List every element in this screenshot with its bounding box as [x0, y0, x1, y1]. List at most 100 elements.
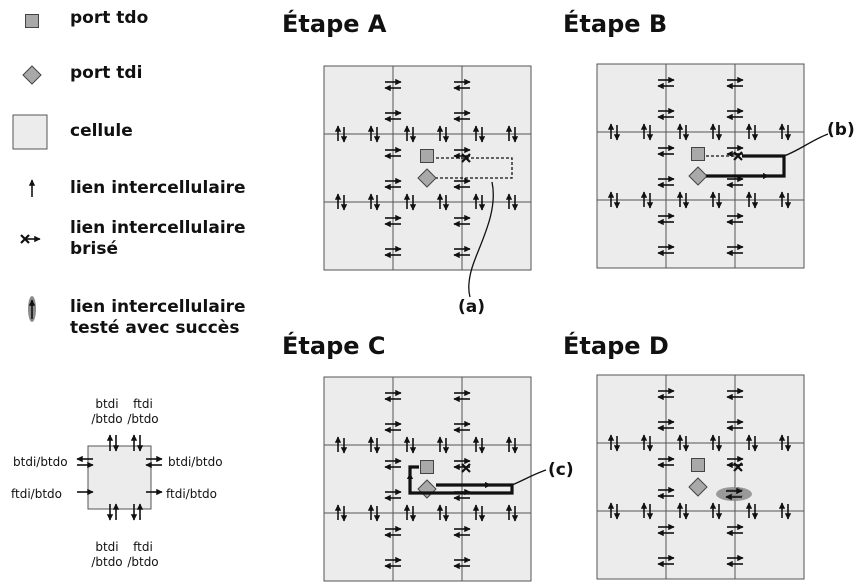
- link-pair-horizontal: [657, 175, 675, 189]
- stage-b-active-path: [706, 154, 786, 178]
- cell: [323, 444, 394, 514]
- legend-label-broken: lien intercellulaire brisé: [70, 218, 246, 259]
- link-pair-horizontal: [726, 107, 744, 121]
- link-pair-horizontal: [657, 455, 675, 469]
- cell: [461, 444, 532, 514]
- legend-label-cell: cellule: [70, 121, 133, 141]
- cell: [461, 512, 532, 582]
- link-pair-horizontal: [453, 389, 471, 403]
- cell: [461, 133, 532, 203]
- legend-label-tdo: port tdo: [70, 8, 149, 28]
- link-pair-horizontal: [384, 245, 402, 259]
- cell: [734, 63, 805, 133]
- stage-d-broken-cross: [733, 462, 743, 472]
- link-pair-vertical: [436, 504, 450, 522]
- link-pair-vertical: [640, 123, 654, 141]
- link-pair-vertical: [640, 502, 654, 520]
- stage-grid-c: [323, 376, 547, 582]
- stage-b-broken-cross: [733, 151, 743, 161]
- callout-a: (a): [458, 297, 486, 317]
- stage-title-d: Étape D: [563, 332, 669, 360]
- stage-a-broken-cross: [461, 153, 471, 163]
- stage-title-c: Étape C: [282, 332, 386, 360]
- link-pair-vertical: [676, 502, 690, 520]
- link-pair-horizontal: [726, 523, 744, 537]
- link-pair-vertical: [436, 125, 450, 143]
- port-label-bottom-right: ftdi /btdo: [127, 540, 159, 569]
- cell: [323, 201, 394, 271]
- link-pair-vertical: [709, 123, 723, 141]
- cell: [665, 510, 736, 580]
- callout-b: (b): [827, 120, 855, 140]
- cell: [734, 199, 805, 269]
- port-label-left-bottom: ftdi/btdo: [11, 487, 62, 501]
- legend-tested-link-icon: [28, 296, 36, 322]
- link-pair-vertical: [607, 434, 621, 452]
- stage-d-tdi-port: [688, 477, 708, 497]
- link-pair-horizontal: [726, 554, 744, 568]
- cell: [461, 65, 532, 135]
- link-pair-vertical: [403, 193, 417, 211]
- stage-title-b: Étape B: [563, 10, 668, 38]
- link-pair-vertical: [709, 502, 723, 520]
- stage-c-callout-line: [511, 469, 547, 486]
- link-pair-vertical: [367, 125, 381, 143]
- stage-a-dashed-path: [436, 157, 513, 179]
- link-pair-horizontal: [384, 457, 402, 471]
- port-label-right-top: btdi/btdo: [168, 455, 223, 469]
- link-pair-vertical: [367, 504, 381, 522]
- link-pair-horizontal: [657, 243, 675, 257]
- link-pair-horizontal: [384, 177, 402, 191]
- link-pair-horizontal: [453, 109, 471, 123]
- link-pair-horizontal: [453, 78, 471, 92]
- stage-a-tdi-port: [417, 168, 437, 188]
- link-pair-vertical: [709, 434, 723, 452]
- cell: [596, 199, 667, 269]
- link-pair-horizontal: [657, 523, 675, 537]
- link-pair-horizontal: [453, 214, 471, 228]
- detail-cell: [87, 445, 152, 510]
- legend-tdo-icon: [25, 14, 39, 28]
- link-pair-vertical: [607, 502, 621, 520]
- stage-b-callout-line: [783, 133, 829, 157]
- link-pair-vertical: [745, 123, 759, 141]
- legend-cell-icon: [12, 114, 48, 150]
- stage-a-tdo-port: [420, 149, 434, 163]
- port-label-right-bottom: ftdi/btdo: [166, 487, 217, 501]
- link-pair-vertical: [676, 191, 690, 209]
- link-pair-vertical: [334, 193, 348, 211]
- link-pair-vertical: [640, 191, 654, 209]
- link-pair-vertical: [403, 125, 417, 143]
- cell-detail: [76, 434, 163, 521]
- port-label-bottom-left: btdi /btdo: [91, 540, 123, 569]
- link-pair-vertical: [778, 502, 792, 520]
- link-pair-vertical: [745, 502, 759, 520]
- link-pair-horizontal: [384, 525, 402, 539]
- stage-b-tdo-port: [691, 147, 705, 161]
- link-pair-horizontal: [657, 76, 675, 90]
- cell: [665, 199, 736, 269]
- stage-b-tdi-port: [688, 166, 708, 186]
- cell: [323, 133, 394, 203]
- callout-c: (c): [548, 460, 574, 480]
- cell: [734, 510, 805, 580]
- link-pair-horizontal: [384, 556, 402, 570]
- cell: [596, 374, 667, 444]
- link-pair-horizontal: [384, 109, 402, 123]
- link-pair-horizontal: [453, 420, 471, 434]
- link-pair-vertical: [472, 436, 486, 454]
- link-pair-horizontal: [657, 107, 675, 121]
- link-pair-horizontal: [657, 144, 675, 158]
- link-pair-vertical: [334, 436, 348, 454]
- legend-label-tdi: port tdi: [70, 63, 143, 83]
- link-pair-vertical: [676, 434, 690, 452]
- link-pair-vertical: [505, 504, 519, 522]
- link-pair-vertical: [472, 193, 486, 211]
- link-pair-horizontal: [384, 214, 402, 228]
- link-pair-vertical: [640, 434, 654, 452]
- link-pair-horizontal: [384, 78, 402, 92]
- stage-grid-b: [596, 63, 829, 269]
- link-pair-horizontal: [726, 76, 744, 90]
- cell: [596, 63, 667, 133]
